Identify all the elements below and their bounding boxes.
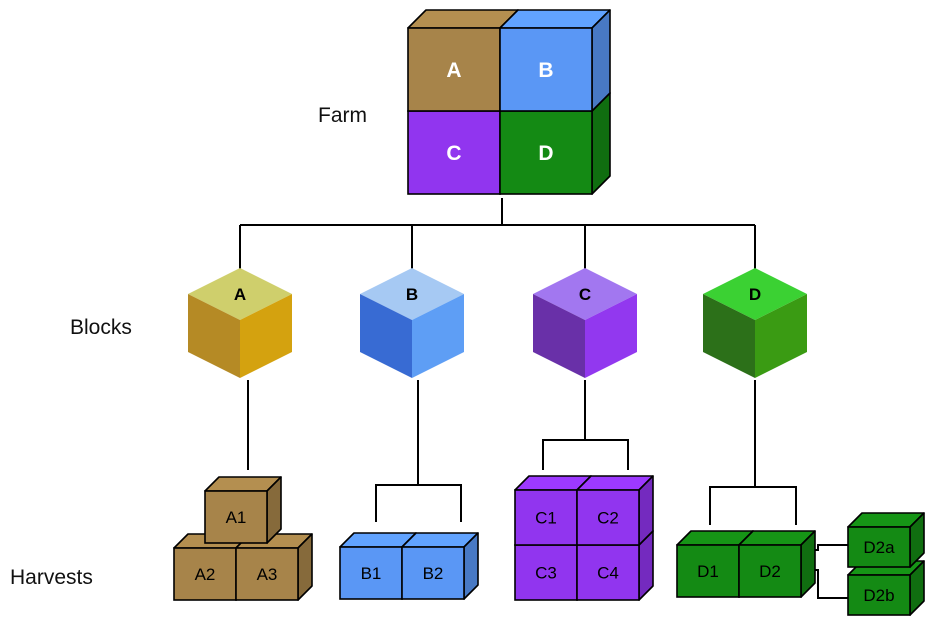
block-cube-b-left-face bbox=[360, 294, 412, 378]
block-cube-a-label: A bbox=[234, 285, 246, 304]
harvest-cube-d2-label: D2 bbox=[759, 562, 781, 581]
harvest-cube-a1-label: A1 bbox=[226, 508, 247, 527]
farm-quadrant-b-side-face bbox=[591, 9, 611, 112]
block-cube-c-label: C bbox=[579, 285, 591, 304]
connector-block-d-harvests bbox=[709, 380, 797, 525]
block-cube-b-right-face bbox=[412, 294, 464, 378]
level-label-harvests: Harvests bbox=[10, 566, 93, 589]
harvest-cube-c3-label: C3 bbox=[535, 564, 557, 583]
farm-quadrant-d-front-face bbox=[499, 110, 593, 195]
block-cube-a: A bbox=[188, 268, 292, 378]
farm-quadrant-d-label: D bbox=[538, 142, 553, 165]
block-cube-d-left-face bbox=[703, 294, 755, 378]
harvest-cube-c4-front-face bbox=[576, 544, 640, 601]
harvest-cube-d1-front-face bbox=[676, 544, 740, 598]
harvest-cube-d2a: D2a bbox=[847, 512, 925, 568]
harvest-cube-d2a-label: D2a bbox=[863, 538, 895, 557]
harvest-cube-a1-front-face bbox=[204, 490, 268, 544]
harvest-cube-c2-front-face bbox=[576, 489, 640, 546]
harvest-cube-c1-label: C1 bbox=[535, 509, 557, 528]
block-cube-d-label: D bbox=[749, 285, 761, 304]
harvest-cube-a1: A1 bbox=[204, 476, 282, 544]
farm-quadrant-b-front-face bbox=[499, 27, 593, 112]
farm-cube: C D A B bbox=[407, 9, 611, 195]
harvest-cube-c4-label: C4 bbox=[597, 564, 619, 583]
connector-block-b-harvests bbox=[375, 380, 462, 522]
harvest-cube-a2-front-face bbox=[173, 547, 237, 601]
harvest-cube-b2: B2 bbox=[401, 532, 479, 600]
block-cube-c: C bbox=[533, 268, 637, 378]
harvest-cube-d2b: D2b bbox=[847, 560, 925, 616]
harvest-cube-c2-label: C2 bbox=[597, 509, 619, 528]
block-cube-c-right-face bbox=[585, 294, 637, 378]
farm-quadrant-a-label: A bbox=[446, 59, 461, 82]
harvest-cube-d2b-front-face bbox=[847, 574, 911, 616]
harvest-cube-d2a-front-face bbox=[847, 526, 911, 568]
connector-block-c-harvests bbox=[542, 380, 629, 470]
harvest-cube-d2: D2 bbox=[738, 530, 816, 598]
farm-quadrant-b: B bbox=[499, 9, 611, 112]
level-label-farm: Farm bbox=[318, 104, 367, 127]
harvest-cube-b2-label: B2 bbox=[423, 564, 444, 583]
harvest-cube-c3-front-face bbox=[514, 544, 578, 601]
harvest-cube-d1-label: D1 bbox=[697, 562, 719, 581]
block-cube-d: D bbox=[703, 268, 807, 378]
harvest-cube-d2-front-face bbox=[738, 544, 802, 598]
farm-quadrant-b-top-face bbox=[499, 9, 611, 29]
harvest-cube-a3-front-face bbox=[235, 547, 299, 601]
block-cube-a-right-face bbox=[240, 294, 292, 378]
farm-quadrant-c-label: C bbox=[446, 142, 461, 165]
harvest-cube-a3: A3 bbox=[235, 533, 313, 601]
harvest-cube-c2: C2 bbox=[576, 475, 654, 546]
block-cube-b-label: B bbox=[406, 285, 418, 304]
harvest-cube-b2-front-face bbox=[401, 546, 465, 600]
block-cube-d-right-face bbox=[755, 294, 807, 378]
connector-farm-to-blocks bbox=[239, 198, 756, 290]
farm-quadrant-a-front-face bbox=[407, 27, 501, 112]
blocks-row: A B C D bbox=[188, 268, 807, 378]
harvest-cube-a2-label: A2 bbox=[195, 565, 216, 584]
harvest-cube-d2b-label: D2b bbox=[863, 586, 894, 605]
harvest-cube-b1-label: B1 bbox=[361, 564, 382, 583]
farm-quadrant-b-label: B bbox=[538, 59, 553, 82]
farm-quadrant-a-top-face bbox=[407, 9, 519, 29]
harvest-cube-a3-label: A3 bbox=[257, 565, 278, 584]
block-cube-a-left-face bbox=[188, 294, 240, 378]
block-cube-c-left-face bbox=[533, 294, 585, 378]
level-label-blocks: Blocks bbox=[70, 316, 132, 339]
block-cube-b: B bbox=[360, 268, 464, 378]
